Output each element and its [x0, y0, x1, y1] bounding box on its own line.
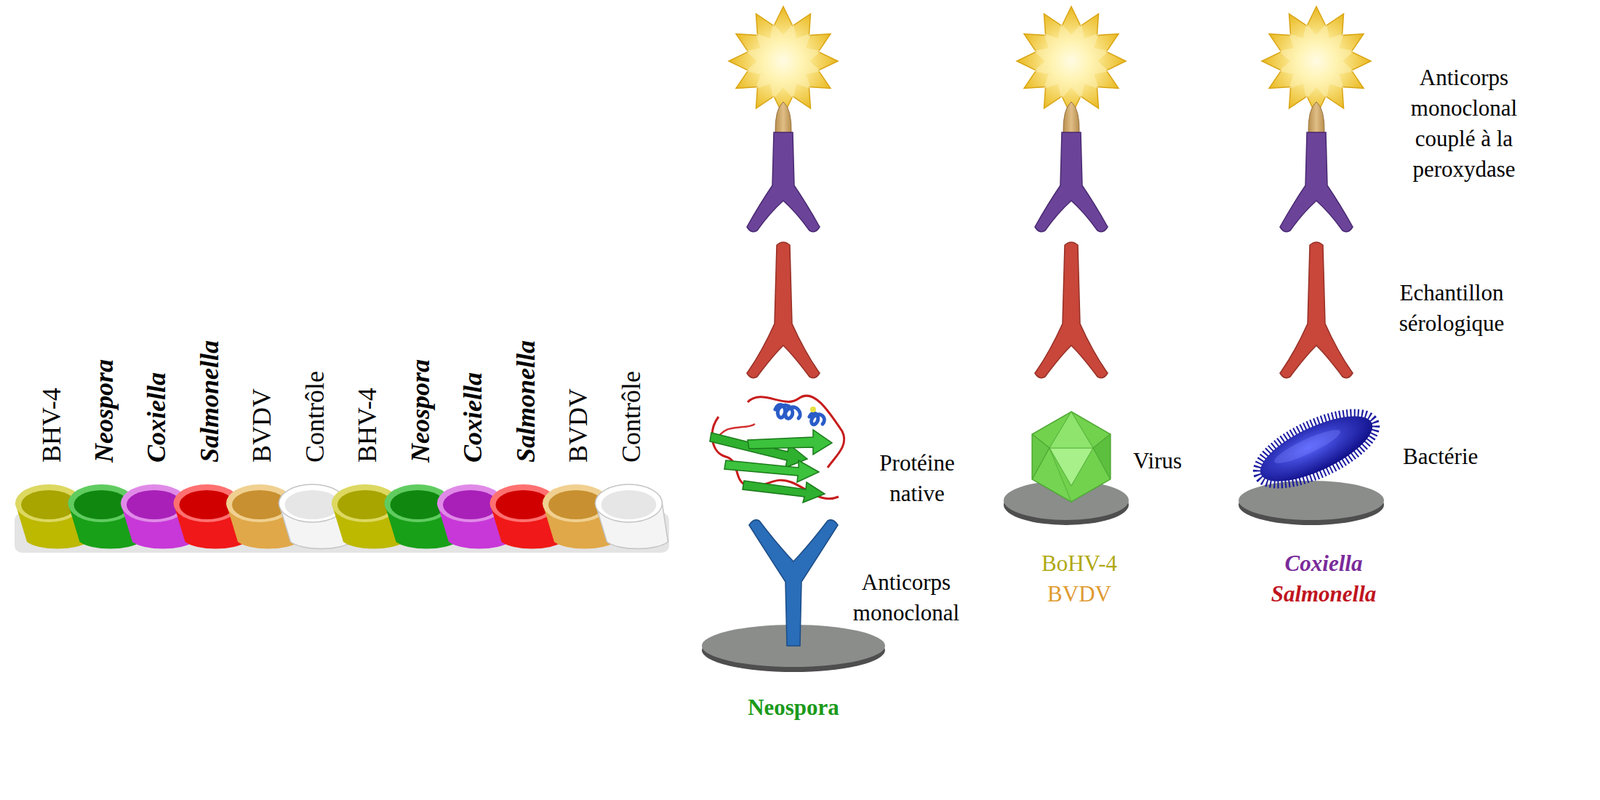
tube: [595, 484, 669, 549]
tube-label: BHV-4: [37, 387, 67, 463]
label-anchor: BoHV-4: [999, 548, 1160, 579]
tube-label: Neospora: [89, 359, 120, 463]
illustration-label: BoHV-4: [999, 548, 1160, 579]
serum-antibody: [1034, 242, 1108, 379]
illustration-label: Bactérie: [1402, 442, 1478, 470]
label-anchor: Bactérie: [1402, 456, 1478, 484]
illustration-label: Anticorps monoclonal couplé à la peroxyd…: [1387, 62, 1541, 184]
label-anchor: Anticorps monoclonal: [840, 567, 972, 629]
tube-label: Salmonella: [511, 340, 542, 463]
capture-antibody: [749, 520, 838, 646]
illustration-label: Coxiella: [1243, 548, 1404, 579]
label-anchor: Salmonella: [210, 462, 333, 493]
tube-label: Neospora: [405, 359, 436, 463]
serum-antibody: [1280, 242, 1353, 379]
illustration-label: Protéine native: [858, 448, 976, 510]
virus: [1032, 411, 1110, 502]
bacterium: [1250, 401, 1384, 497]
label-anchor: BHV-4: [52, 462, 128, 493]
illustration-label: Anticorps monoclonal: [840, 567, 972, 629]
conjugate-antibody: [1280, 101, 1353, 232]
illustration-label: Neospora: [713, 692, 874, 723]
conjugate-antibody: [1034, 101, 1108, 232]
label-anchor: Coxiella: [1243, 548, 1404, 579]
tube-label: Contrôle: [300, 370, 331, 463]
label-anchor: Contrôle: [632, 462, 724, 493]
label-anchor: BVDV: [262, 462, 337, 493]
tube-label: Salmonella: [194, 340, 225, 463]
label-anchor: BVDV: [578, 462, 654, 493]
conjugate-antibody: [746, 101, 820, 232]
tube-label: BVDV: [247, 388, 278, 463]
illustration-label: BVDV: [999, 578, 1160, 610]
label-anchor: Neospora: [421, 462, 525, 493]
label-anchor: Coxiella: [157, 462, 248, 493]
tube-label: BHV-4: [352, 387, 383, 463]
tube-label: BVDV: [563, 388, 594, 463]
serum-antibody: [746, 242, 820, 379]
label-anchor: Anticorps monoclonal couplé à la peroxyd…: [1387, 62, 1541, 184]
label-anchor: Echantillon sérologique: [1375, 277, 1528, 339]
native-protein: [709, 395, 845, 503]
label-anchor: Neospora: [104, 462, 208, 493]
tube-label: Coxiella: [141, 372, 172, 463]
label-anchor: Coxiella: [473, 462, 564, 493]
label-anchor: BVDV: [999, 578, 1160, 610]
label-anchor: Virus: [1133, 461, 1182, 488]
label-anchor: Contrôle: [315, 462, 408, 493]
peroxidase-star: [1016, 6, 1126, 116]
peroxidase-star: [728, 6, 838, 116]
illustration-label: Echantillon sérologique: [1375, 277, 1528, 339]
label-anchor: Protéine native: [858, 448, 976, 510]
label-anchor: Salmonella: [526, 462, 649, 493]
label-anchor: Salmonella: [1243, 578, 1404, 610]
label-anchor: BHV-4: [368, 462, 443, 493]
plate: [1238, 480, 1384, 526]
peroxidase-star: [1261, 6, 1371, 116]
tube-label: Contrôle: [616, 370, 647, 463]
illustration-label: Salmonella: [1243, 578, 1404, 610]
label-anchor: Neospora: [713, 692, 874, 723]
illustration-label: Virus: [1133, 447, 1182, 475]
tube-label: Coxiella: [458, 372, 488, 463]
